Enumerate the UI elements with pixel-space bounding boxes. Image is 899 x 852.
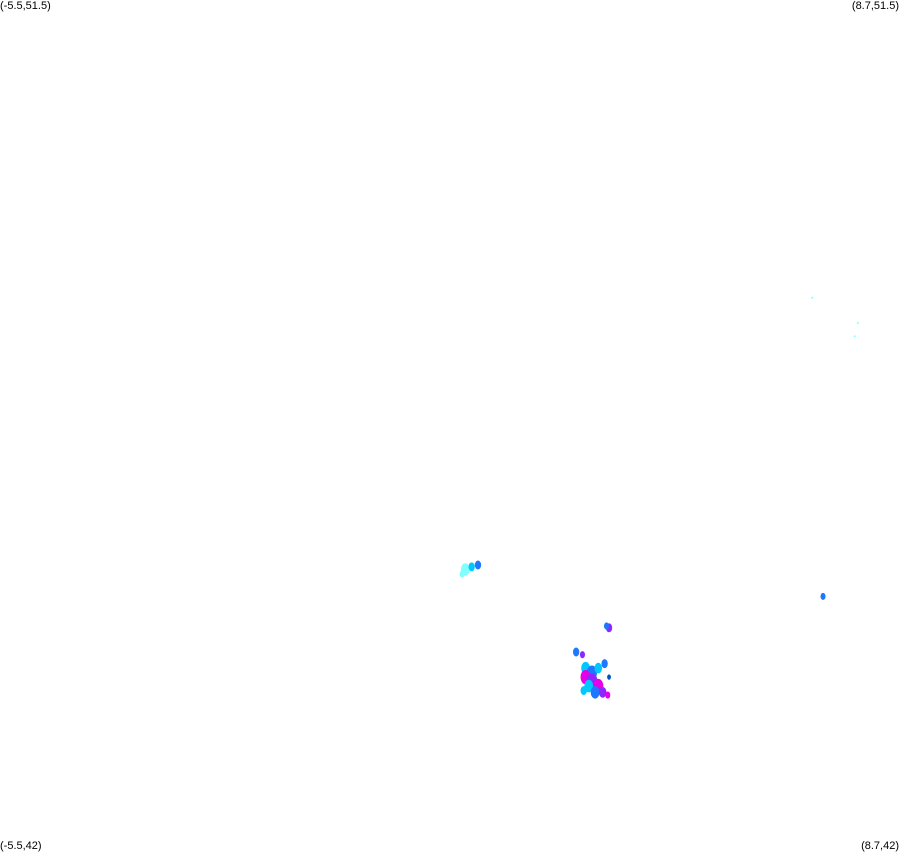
echo-cluster-west <box>468 562 475 572</box>
echo-speck <box>856 321 859 324</box>
echo-cluster-main <box>594 662 603 674</box>
corner-label-bottom-right: (8.7,42) <box>861 840 899 852</box>
echo-cluster-main <box>580 686 587 696</box>
corner-label-bottom-left: (-5.5,42) <box>0 840 42 852</box>
corner-label-top-right: (8.7,51.5) <box>851 0 899 12</box>
echo-cluster-west <box>474 560 482 570</box>
corner-label-top-left: (-5.5,51.5) <box>0 0 51 12</box>
echo-cluster-main <box>598 686 607 698</box>
echo-cluster-west <box>459 570 465 578</box>
echo-cluster-main <box>590 686 600 699</box>
echo-cluster-main <box>605 691 611 699</box>
echo-cluster-main <box>579 651 585 659</box>
echo-cluster-main <box>601 659 608 669</box>
echo-speck <box>853 335 856 338</box>
echo-cluster-main <box>572 647 580 657</box>
echo-cluster-main <box>607 674 611 680</box>
echo-speck <box>811 296 814 299</box>
echo-cluster-east <box>820 592 826 600</box>
echo-cluster-north <box>603 622 610 630</box>
